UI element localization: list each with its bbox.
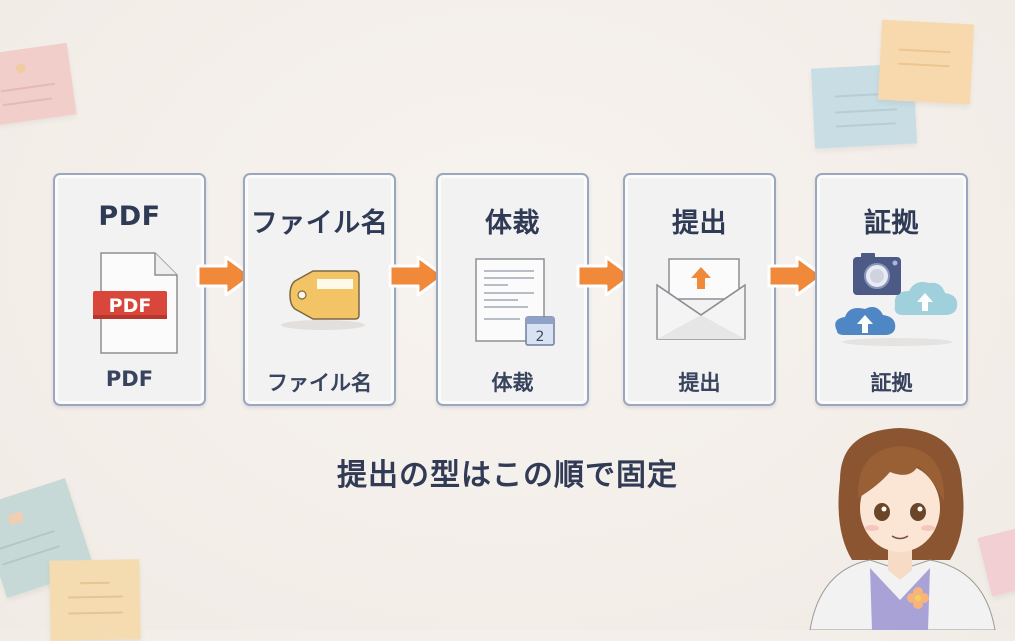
camera-cloud-upload-icon	[817, 245, 966, 360]
document-calendar-icon: 2	[438, 245, 587, 360]
step-title: 体裁	[485, 208, 540, 239]
character-illustration	[800, 420, 1015, 631]
arrow-right-icon	[576, 255, 636, 297]
step-title: 提出	[672, 208, 727, 239]
step-card-format: 体裁 2 体裁	[436, 173, 589, 406]
svg-text:2: 2	[536, 329, 545, 345]
arrow-right-icon	[388, 255, 448, 297]
step-card-submit: 提出 提出	[623, 173, 776, 406]
arrow-right-icon	[196, 255, 256, 297]
caption-text: 提出の型はこの順で固定	[337, 458, 678, 493]
sticky-note-orange-topright	[877, 19, 975, 105]
step-label: ファイル名	[267, 371, 372, 395]
step-card-pdf: PDF PDF PDF	[53, 173, 206, 406]
step-card-filename: ファイル名 ファイル名	[243, 173, 396, 406]
pdf-file-icon: PDF	[55, 245, 204, 360]
sticky-note-pink-topleft	[0, 42, 77, 126]
arrow-right-icon	[767, 255, 827, 297]
step-card-evidence: 証拠 証拠	[815, 173, 968, 406]
step-label: 体裁	[491, 371, 534, 395]
step-label: PDF	[105, 367, 154, 391]
sticky-note-yellow-bottomleft	[49, 559, 141, 641]
svg-text:PDF: PDF	[109, 295, 152, 317]
step-label: 提出	[678, 371, 721, 395]
step-label: 証拠	[870, 371, 913, 395]
step-title: PDF	[98, 201, 161, 232]
envelope-upload-icon	[625, 245, 774, 360]
step-title: ファイル名	[250, 208, 389, 239]
step-title: 証拠	[864, 208, 919, 239]
tag-icon	[245, 245, 394, 360]
